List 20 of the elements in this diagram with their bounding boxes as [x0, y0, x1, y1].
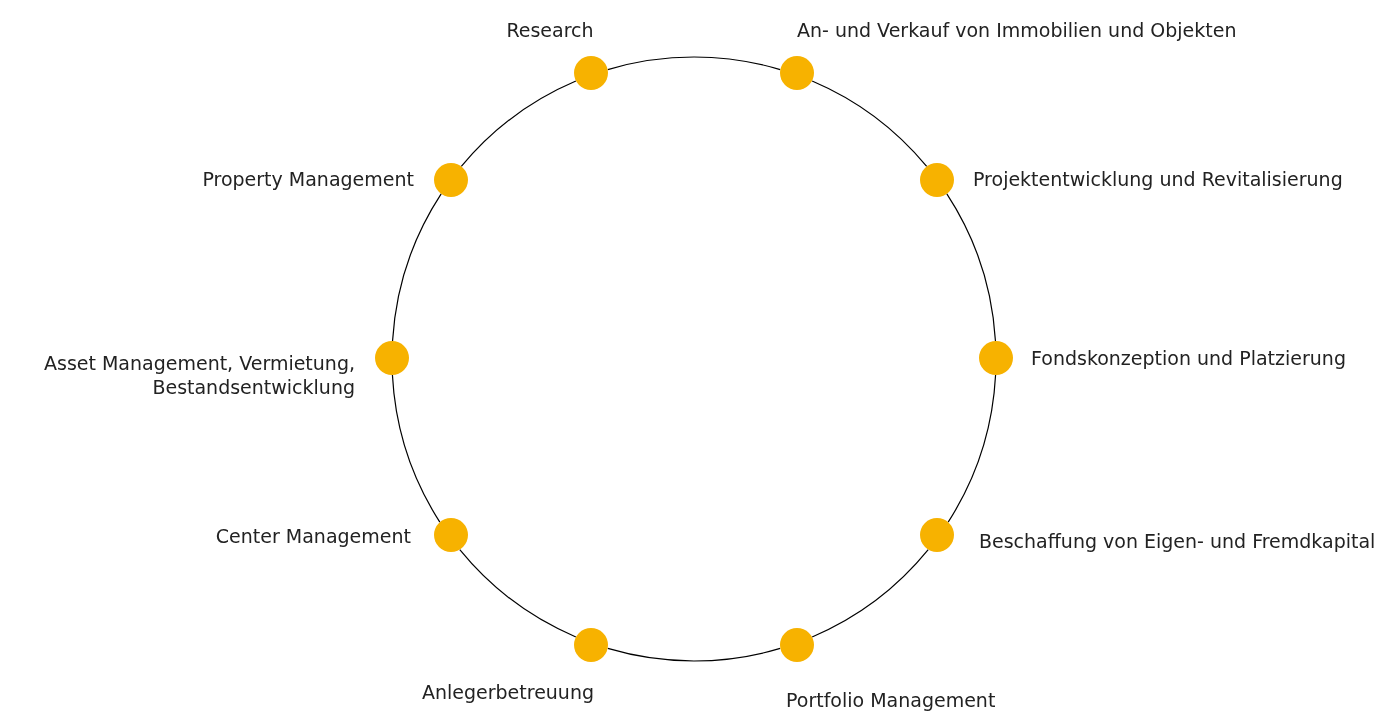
node-label: Fondskonzeption und Platzierung: [1031, 346, 1346, 370]
circle-arc: [947, 374, 997, 523]
circle-arc: [607, 56, 781, 71]
circle-arc: [459, 549, 577, 638]
node-label: Beschaffung von Eigen- und Fremdkapital: [979, 529, 1376, 553]
node-label: Anlegerbetreuung: [422, 680, 594, 704]
node-label: Research: [506, 18, 594, 42]
circle-arc: [811, 549, 929, 638]
node-label: Property Management: [202, 167, 414, 191]
circle-arc: [391, 193, 442, 342]
circle-arc: [811, 80, 928, 168]
node-label: Asset Management, Vermietung, Bestandsentwicklung: [43, 351, 355, 399]
circle-arc: [946, 193, 997, 342]
node-label: Portfolio Management: [786, 688, 996, 712]
node-label: Center Management: [215, 524, 411, 548]
node-label: An- und Verkauf von Immobilien und Objekten: [797, 18, 1237, 42]
circle-arc: [607, 647, 781, 662]
circle-arc: [460, 80, 577, 168]
node-label: Projektentwicklung und Revitalisierung: [973, 167, 1343, 191]
circle-arc: [391, 374, 441, 523]
